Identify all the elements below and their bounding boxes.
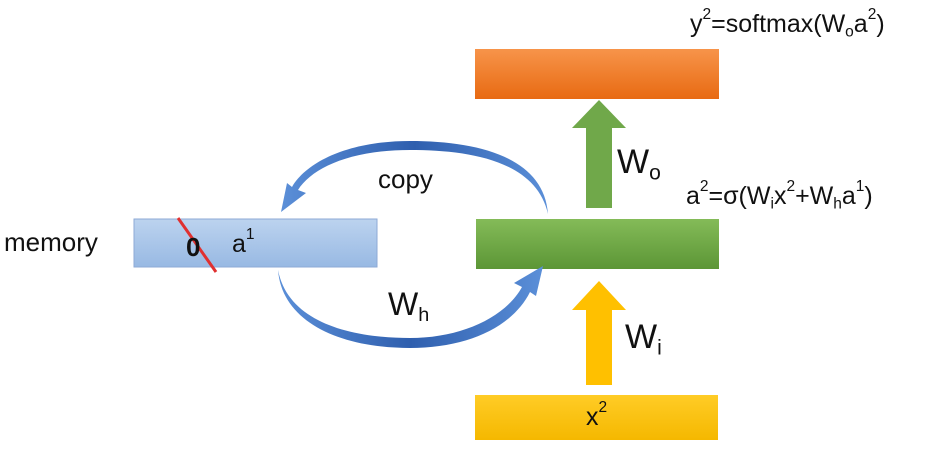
memory-box xyxy=(133,218,378,268)
wo-up-arrow xyxy=(572,100,626,208)
copy-label: copy xyxy=(378,164,433,194)
output-layer-box xyxy=(475,49,719,99)
wh-label: Wh xyxy=(388,286,430,326)
input-layer-box xyxy=(475,395,718,440)
input-x2: x2 xyxy=(586,398,608,431)
wh-curved-arrow xyxy=(278,266,543,348)
hidden-layer-box xyxy=(476,219,719,269)
memory-a1: a1 xyxy=(232,225,255,258)
output-equation: y2=softmax(Woa2) xyxy=(690,5,885,41)
wi-label: Wi xyxy=(625,318,662,360)
hidden-equation: a2=σ(Wix2+Wha1) xyxy=(686,177,873,213)
memory-strike-line xyxy=(176,217,218,273)
memory-old-value: 0 xyxy=(186,232,201,262)
memory-label: memory xyxy=(4,227,98,257)
wo-label: Wo xyxy=(617,143,661,185)
wi-up-arrow xyxy=(572,281,626,385)
